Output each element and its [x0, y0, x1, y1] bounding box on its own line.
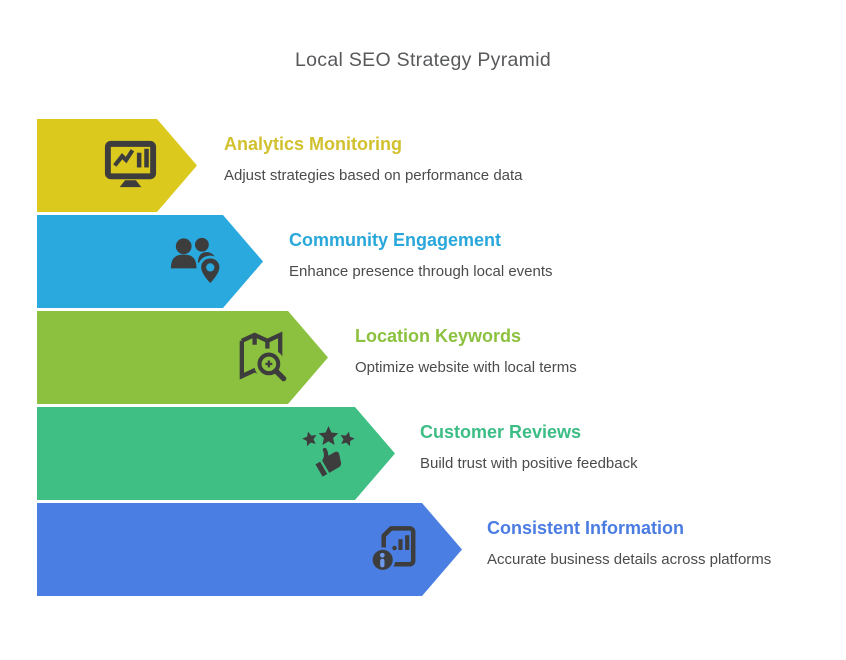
entry-reviews: Customer Reviews Build trust with positi…	[420, 420, 638, 473]
page-title: Local SEO Strategy Pyramid	[295, 49, 551, 71]
entry-title: Consistent Information	[487, 518, 684, 538]
entry-description: Adjust strategies based on performance d…	[224, 167, 523, 184]
entry-title: Analytics Monitoring	[224, 134, 403, 154]
monitor-analytics-icon	[101, 136, 160, 195]
entry-title: Location Keywords	[355, 326, 522, 346]
map-search-icon	[232, 328, 291, 387]
entry-title: Community Engagement	[289, 230, 502, 250]
entry-information: Consistent Information Accurate business…	[487, 516, 771, 569]
document-info-icon	[366, 520, 425, 579]
pyramid-band-keywords	[37, 311, 328, 404]
pyramid-band-community	[37, 215, 263, 308]
pyramid-band-analytics	[37, 119, 197, 212]
pyramid-band-reviews	[37, 407, 395, 500]
entry-community: Community Engagement Enhance presence th…	[289, 228, 553, 281]
entry-description: Accurate business details across platfor…	[487, 551, 772, 568]
entry-analytics: Analytics Monitoring Adjust strategies b…	[224, 132, 523, 185]
people-location-icon	[167, 232, 226, 291]
entry-description: Build trust with positive feedback	[420, 455, 638, 472]
stars-thumbs-up-icon	[299, 424, 358, 483]
entry-description: Enhance presence through local events	[289, 263, 553, 280]
entry-keywords: Location Keywords Optimize website with …	[355, 324, 577, 377]
entry-description: Optimize website with local terms	[355, 359, 577, 376]
entry-title: Customer Reviews	[420, 422, 582, 442]
pyramid-band-information	[37, 503, 462, 596]
